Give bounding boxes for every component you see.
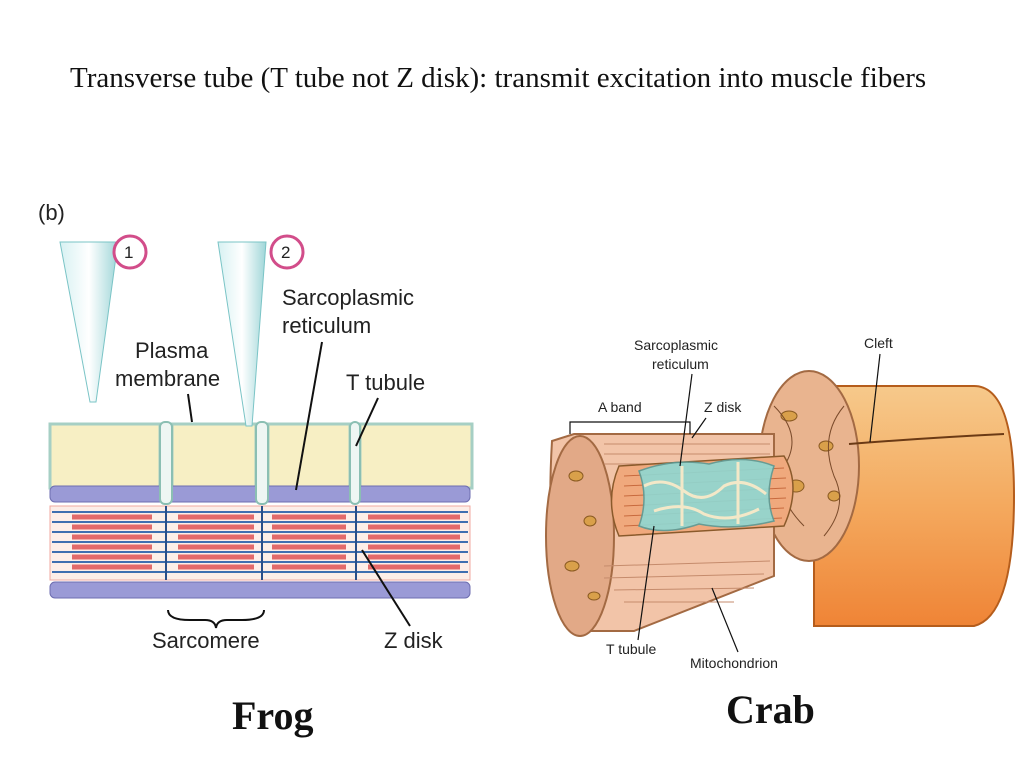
panel-label: (b) xyxy=(38,200,65,225)
frog-diagram: (b) xyxy=(38,200,474,653)
sarcoplasmic-reticulum-net xyxy=(638,458,776,532)
muscle-fiber-cylinder xyxy=(813,385,1016,627)
label-sarcoplasmic-reticulum-line2: reticulum xyxy=(282,313,371,338)
label-plasma-membrane-line2: membrane xyxy=(115,366,220,391)
frog-caption: Frog xyxy=(232,693,314,738)
sarcomere-bracket xyxy=(167,609,265,629)
crab-caption: Crab xyxy=(726,687,815,732)
crab-label-t-tubule: T tubule xyxy=(606,641,657,657)
crab-label-z-disk: Z disk xyxy=(704,399,742,415)
crab-label-sarcoplasmic-reticulum-line2: reticulum xyxy=(652,356,709,372)
crab-label-a-band: A band xyxy=(598,399,642,415)
step-1-badge xyxy=(112,234,148,270)
myofibrils xyxy=(49,505,471,581)
label-sarcomere: Sarcomere xyxy=(152,628,260,653)
cleft-line xyxy=(848,433,1005,445)
crab-diagram: Sarcoplasmic reticulum Cleft A band Z di… xyxy=(545,335,1016,671)
step-1-number: 1 xyxy=(124,243,133,262)
crab-label-cleft: Cleft xyxy=(864,335,893,351)
label-sarcoplasmic-reticulum-line1: Sarcoplasmic xyxy=(282,285,414,310)
label-plasma-membrane-line1: Plasma xyxy=(135,338,209,363)
crab-label-sarcoplasmic-reticulum-line1: Sarcoplasmic xyxy=(634,337,718,353)
crab-label-mitochondrion: Mitochondrion xyxy=(690,655,778,671)
step-2-number: 2 xyxy=(281,243,290,262)
label-z-disk: Z disk xyxy=(384,628,444,653)
step-2-badge xyxy=(269,234,305,270)
t-tubules xyxy=(159,421,361,505)
micropipette-1 xyxy=(59,241,119,403)
cytoplasm-band xyxy=(48,422,474,490)
micropipette-2 xyxy=(217,241,267,427)
slide-title: Transverse tube (T tube not Z disk): tra… xyxy=(70,62,927,94)
label-t-tubule: T tubule xyxy=(346,370,425,395)
a-band-bracket xyxy=(569,421,691,434)
